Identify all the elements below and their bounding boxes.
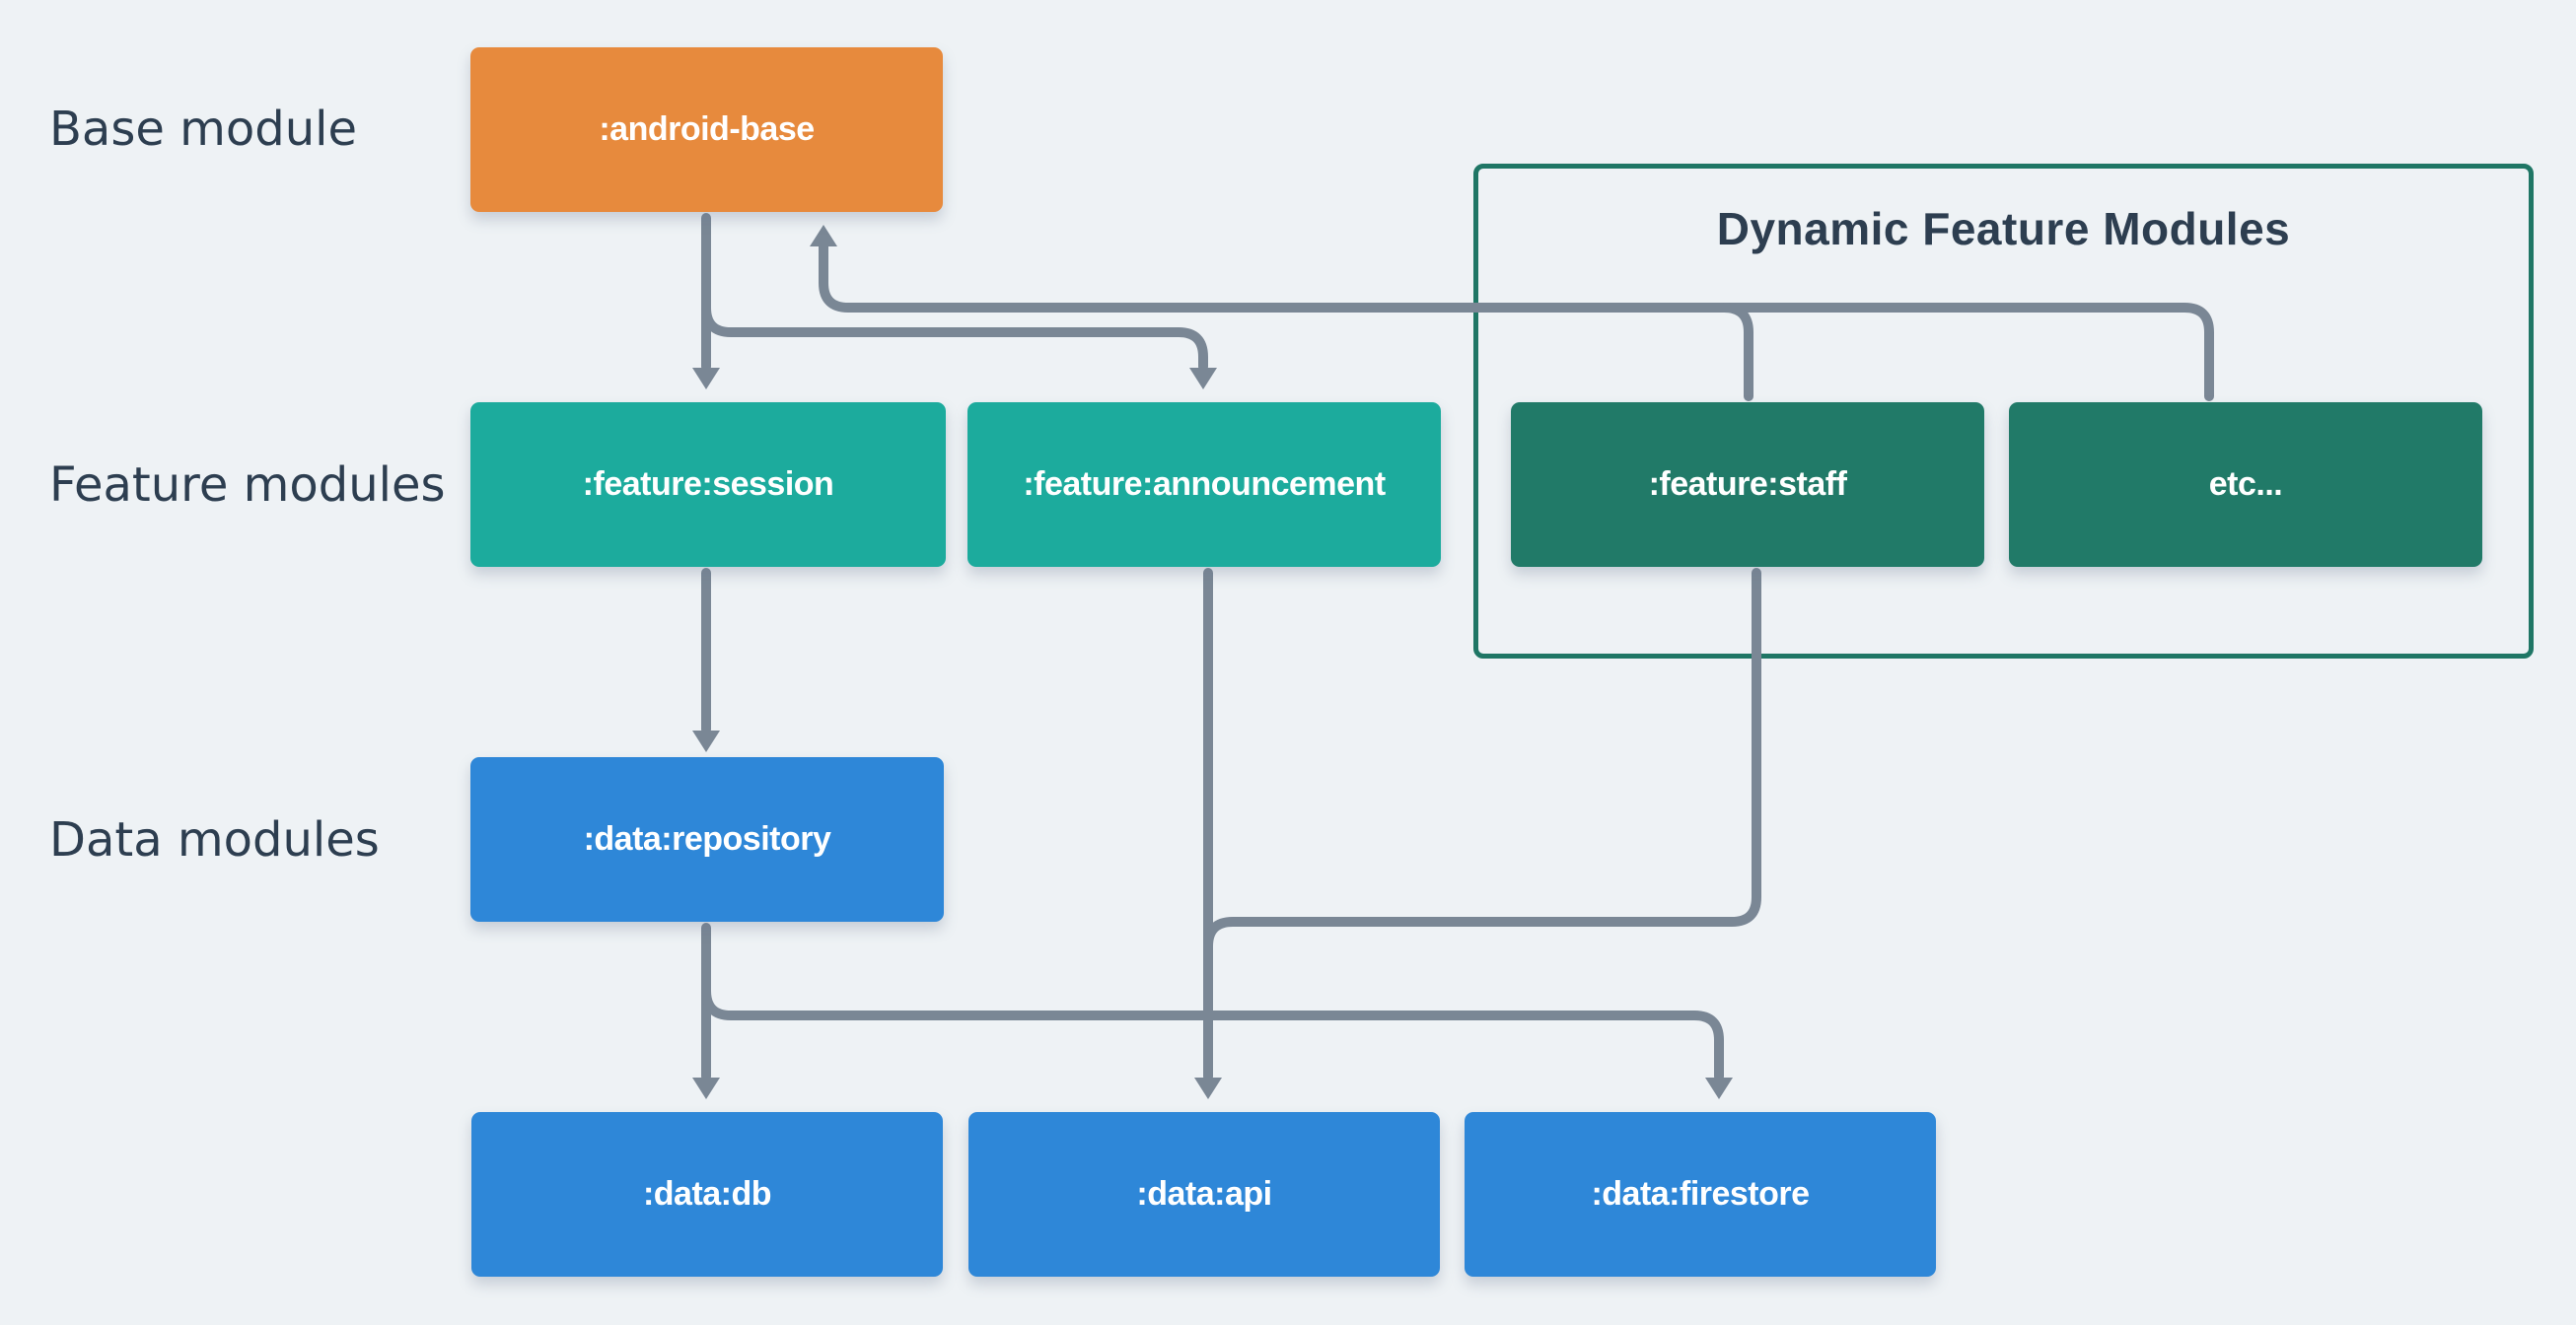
module-node-data-api: :data:api <box>968 1112 1440 1277</box>
edge-staff-branch-to-base <box>1719 303 1753 401</box>
edge-staff-to-api <box>1203 568 1761 966</box>
module-node-feature-staff: :feature:staff <box>1511 402 1984 567</box>
edge-base-to-announcement <box>701 281 1208 372</box>
module-node-data-db: :data:db <box>471 1112 943 1277</box>
module-node-data-repository: :data:repository <box>470 757 944 922</box>
arrowhead-base <box>810 225 837 246</box>
arrowhead-session <box>692 368 720 389</box>
arrowhead-api <box>1194 1078 1222 1099</box>
module-node-etc: etc... <box>2009 402 2482 567</box>
arrowhead-firestore <box>1705 1078 1733 1099</box>
module-node-android-base: :android-base <box>470 47 943 212</box>
arrowhead-repository <box>692 731 720 752</box>
arrowhead-announcement <box>1189 368 1217 389</box>
edge-dynamic-to-base <box>819 240 2214 401</box>
row-label-data-modules: Data modules <box>49 812 380 868</box>
arrowhead-db <box>692 1078 720 1099</box>
module-node-data-firestore: :data:firestore <box>1465 1112 1936 1277</box>
row-label-feature-modules: Feature modules <box>49 457 446 513</box>
module-node-feature-announcement: :feature:announcement <box>967 402 1441 567</box>
module-node-feature-session: :feature:session <box>470 402 946 567</box>
dynamic-feature-modules-frame: Dynamic Feature Modules <box>1473 164 2534 659</box>
row-label-base-module: Base module <box>49 102 358 157</box>
dynamic-feature-modules-title: Dynamic Feature Modules <box>1716 203 2291 254</box>
